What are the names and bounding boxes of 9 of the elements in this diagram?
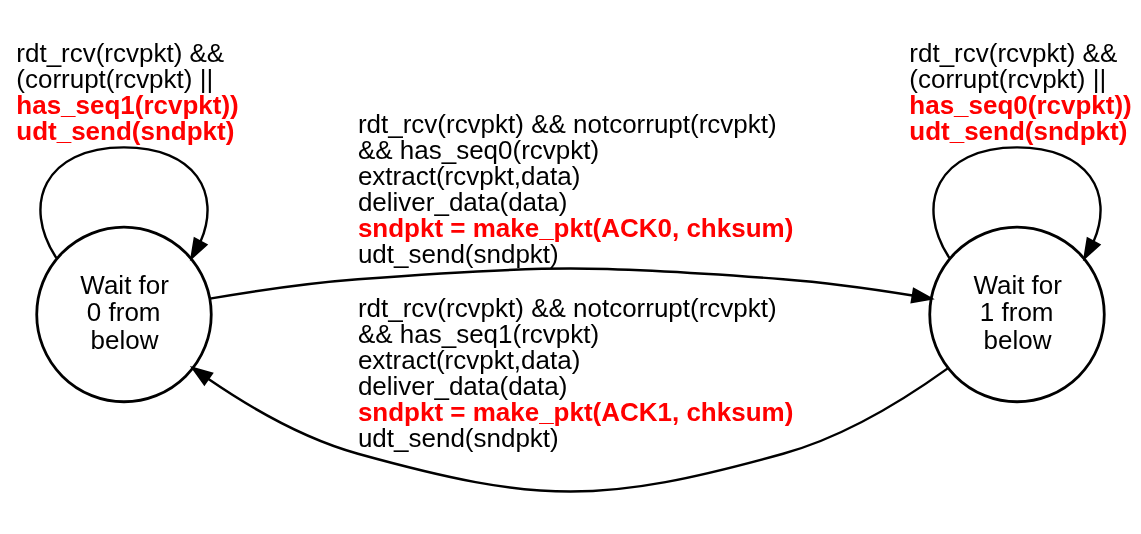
arrow — [209, 266, 935, 303]
edge-label: rdt_rcv(rcvpkt) && notcorrupt(rcvpkt) && has_seq1(rcvpkt) extract(rcvpkt,data) deliver_data(data) sndpkt = make_pkt(ACK1, chksum) udt_send(sndpkt) — [357, 292, 794, 453]
arrow — [189, 365, 949, 493]
node-circle: Wait for 1 from below — [928, 225, 1106, 403]
arrow — [932, 145, 1102, 261]
edge-label: rdt_rcv(rcvpkt) && notcorrupt(rcvpkt) && has_seq0(rcvpkt) extract(rcvpkt,data) deliver_data(data) sndpkt = make_pkt(ACK0, chksum) udt_send(sndpkt) — [357, 108, 794, 269]
edge-label: rdt_rcv(rcvpkt) && (corrupt(rcvpkt) || has_seq0(rcvpkt)) udt_send(sndpkt) — [909, 37, 1132, 146]
arrow — [39, 145, 209, 261]
edge-label: rdt_rcv(rcvpkt) && (corrupt(rcvpkt) || has_seq1(rcvpkt)) udt_send(sndpkt) — [16, 37, 239, 146]
